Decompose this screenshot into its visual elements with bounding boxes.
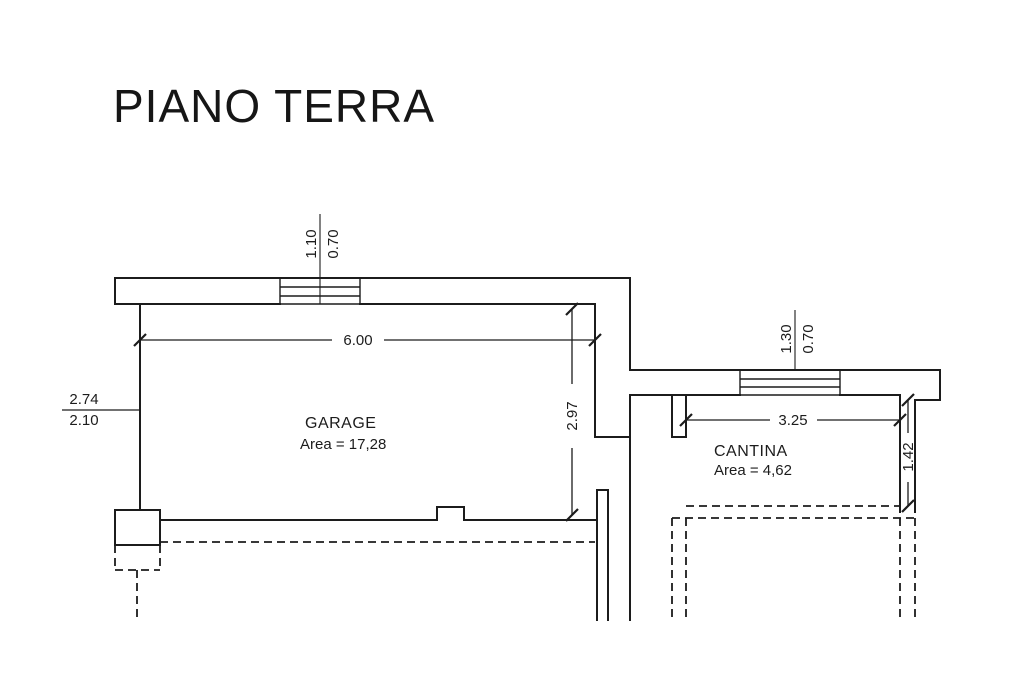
dim-left-upper: 2.74 <box>69 391 98 408</box>
dim-cantina-width: 3.25 <box>778 412 807 429</box>
dim-ticks-garage-depth <box>565 302 579 522</box>
windows <box>279 214 841 396</box>
room-labels: GARAGE Area = 17,28 CANTINA Area = 4,62 <box>300 415 792 479</box>
dim-cantina-window-height: 0.70 <box>800 324 817 353</box>
dim-garage-depth: 2.97 <box>564 401 581 430</box>
cantina-area-label: Area = 4,62 <box>714 462 792 479</box>
garage-room-label: GARAGE <box>305 415 376 432</box>
dim-garage-window-width: 1.10 <box>303 229 320 258</box>
hidden-lines <box>114 505 916 620</box>
dim-cantina-depth: 1.42 <box>900 442 917 471</box>
dim-ticks-cantina-width <box>679 413 907 427</box>
dim-ticks-garage-width <box>133 333 602 347</box>
dim-ticks-cantina-depth <box>901 393 915 513</box>
cantina-room-label: CANTINA <box>714 443 788 460</box>
dim-garage-window-height: 0.70 <box>325 229 342 258</box>
pillar-hidden-extension <box>114 545 161 571</box>
entry-pillar <box>114 509 161 546</box>
cantina-left-wall-stub <box>671 394 687 438</box>
page-title: PIANO TERRA <box>113 80 435 132</box>
dim-cantina-window-width: 1.30 <box>778 324 795 353</box>
dimensions: 6.00 2.97 2.74 2.10 1.10 0.70 1.30 0.70 … <box>62 229 917 522</box>
dim-garage-width: 6.00 <box>343 332 372 349</box>
garage-bottom-wall <box>159 506 596 521</box>
garage-area-label: Area = 17,28 <box>300 436 386 453</box>
cantina-window <box>739 370 841 396</box>
dim-left-lower: 2.10 <box>69 412 98 429</box>
